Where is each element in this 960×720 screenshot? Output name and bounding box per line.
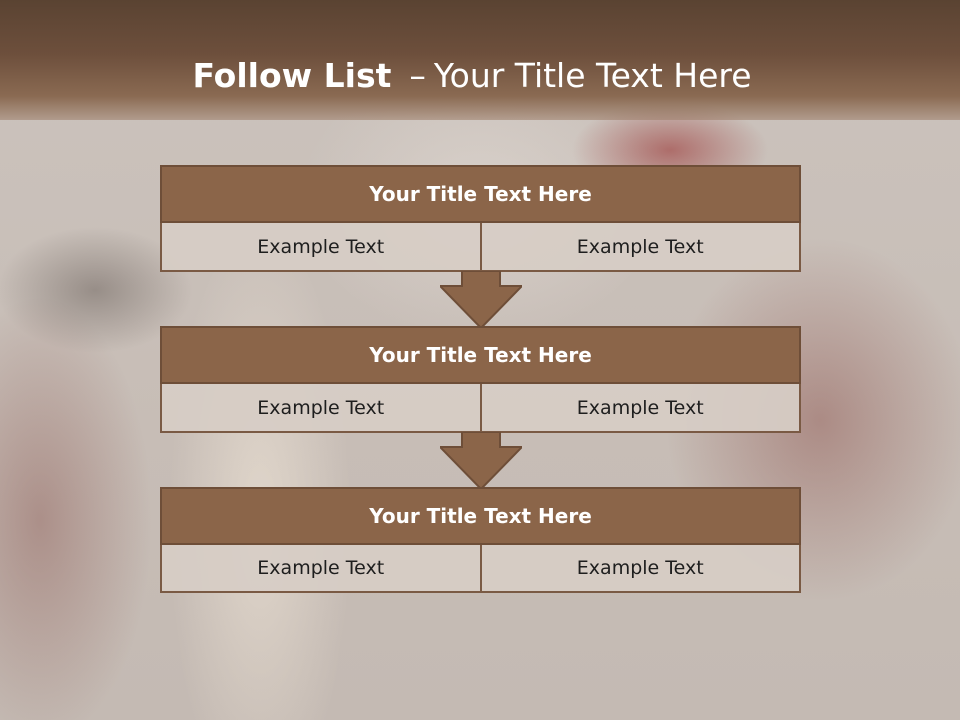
block-right-text: Example Text [481, 223, 801, 272]
down-arrow-icon [440, 271, 522, 329]
slide-title-bold: Follow List [192, 56, 392, 95]
block-row: Example Text Example Text [160, 384, 801, 433]
slide-title-rest: Your Title Text Here [433, 56, 752, 95]
block-title: Your Title Text Here [160, 487, 801, 545]
block-left-text: Example Text [160, 545, 482, 593]
block-row: Example Text Example Text [160, 223, 801, 272]
block-title: Your Title Text Here [160, 326, 801, 384]
header-bar: Follow List–Your Title Text Here [0, 0, 960, 120]
flow-block-2: Your Title Text Here Example Text Exampl… [160, 326, 801, 433]
block-row: Example Text Example Text [160, 545, 801, 593]
block-left-text: Example Text [160, 384, 482, 433]
block-right-text: Example Text [481, 384, 801, 433]
flow-block-3: Your Title Text Here Example Text Exampl… [160, 487, 801, 593]
down-arrow-icon [440, 432, 522, 490]
block-right-text: Example Text [481, 545, 801, 593]
block-left-text: Example Text [160, 223, 482, 272]
slide-title: Follow List–Your Title Text Here [0, 52, 944, 100]
block-title: Your Title Text Here [160, 165, 801, 223]
flow-block-1: Your Title Text Here Example Text Exampl… [160, 165, 801, 272]
slide-title-separator: – [409, 56, 426, 95]
